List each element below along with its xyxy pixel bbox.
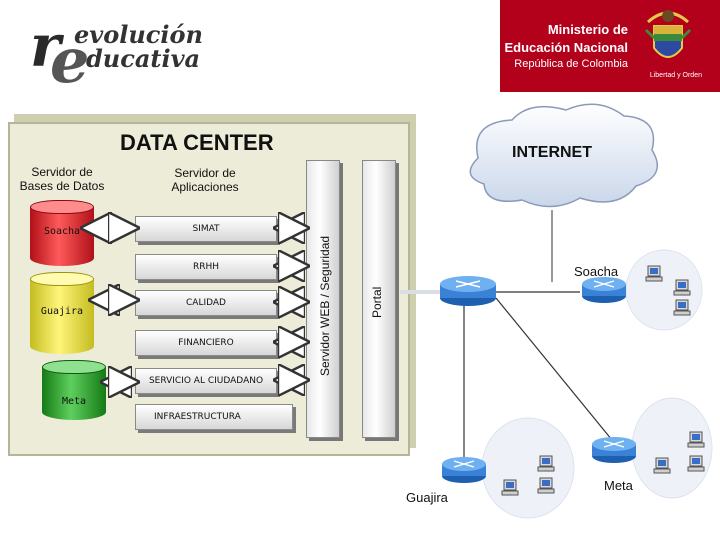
router-icon-guajira — [442, 457, 486, 483]
database-label: Soacha — [43, 226, 81, 237]
computer-icon — [673, 279, 691, 296]
colombia-crest-icon — [644, 10, 692, 58]
logo-letter-e: e — [50, 24, 90, 97]
computer-icon — [537, 455, 555, 472]
cylinder-top — [30, 200, 94, 214]
db-server-label-line-1: Servidor de — [31, 165, 93, 179]
cylinder-top — [30, 272, 94, 286]
module-calidad: CALIDAD — [135, 290, 277, 316]
ministry-line-3: República de Colombia — [514, 58, 628, 70]
header-banner: r e evolución ducativa Ministerio de Edu… — [0, 0, 720, 97]
ministry-line-1: Ministerio de — [547, 22, 628, 37]
computer-icon — [501, 479, 519, 496]
router-icon-datacenter — [440, 276, 496, 306]
module-to-server-arrows — [281, 228, 302, 380]
ministry-banner: Ministerio de Educación Nacional Repúbli… — [500, 0, 720, 92]
security-server-pillar — [306, 160, 340, 438]
revolucion-educativa-logo: r e evolución ducativa — [30, 12, 240, 97]
app-server-label-line-2: Aplicaciones — [171, 180, 239, 194]
guajira-lan-zone — [481, 417, 575, 519]
module-financiero: FINANCIERO — [135, 330, 277, 356]
database-cylinder-meta: Meta — [42, 360, 106, 430]
router-icon-meta — [592, 437, 636, 463]
db-connection-arrows — [88, 228, 132, 382]
module-simat: SIMAT — [135, 216, 277, 242]
computer-icon — [537, 477, 555, 494]
infrastructure-layer: INFRAESTRUCTURA — [135, 404, 293, 430]
app-server-label-line-1: Servidor de — [174, 166, 236, 180]
site-label-meta: Meta — [604, 478, 633, 493]
computer-icon — [653, 457, 671, 474]
site-label-guajira: Guajira — [406, 490, 448, 505]
module-servicio-al-ciudadano: SERVICIO AL CIUDADANO — [135, 368, 277, 394]
portal-pillar — [362, 160, 396, 438]
internet-cloud-icon — [469, 103, 658, 208]
data-center-title: DATA CENTER — [120, 130, 274, 155]
internet-label: INTERNET — [512, 144, 592, 161]
computer-icon — [673, 299, 691, 316]
computer-icon — [687, 431, 705, 448]
database-cylinder-guajira: Guajira — [30, 272, 94, 358]
site-label-soacha: Soacha — [574, 264, 619, 279]
db-server-label: Servidor de Bases de Datos — [14, 165, 110, 193]
ministry-line-2: Educación Nacional — [504, 40, 628, 55]
soacha-lan-zone — [625, 249, 703, 331]
logo-line-2: ducativa — [86, 44, 201, 73]
logo-letter-r: r — [30, 12, 61, 80]
module-rrhh: RRHH — [135, 254, 277, 280]
computer-icon — [687, 455, 705, 472]
router-icon-soacha — [582, 277, 626, 303]
workstation-icons — [501, 265, 705, 496]
computer-icon — [645, 265, 663, 282]
database-label: Guajira — [40, 306, 84, 317]
db-server-label-line-2: Bases de Datos — [19, 179, 105, 193]
crest-motto: Libertad y Orden — [649, 72, 702, 79]
database-label: Meta — [61, 396, 87, 407]
app-server-label: Servidor de Aplicaciones — [150, 166, 260, 194]
logo-line-1: evolución — [74, 20, 203, 49]
meta-lan-zone — [631, 397, 713, 499]
